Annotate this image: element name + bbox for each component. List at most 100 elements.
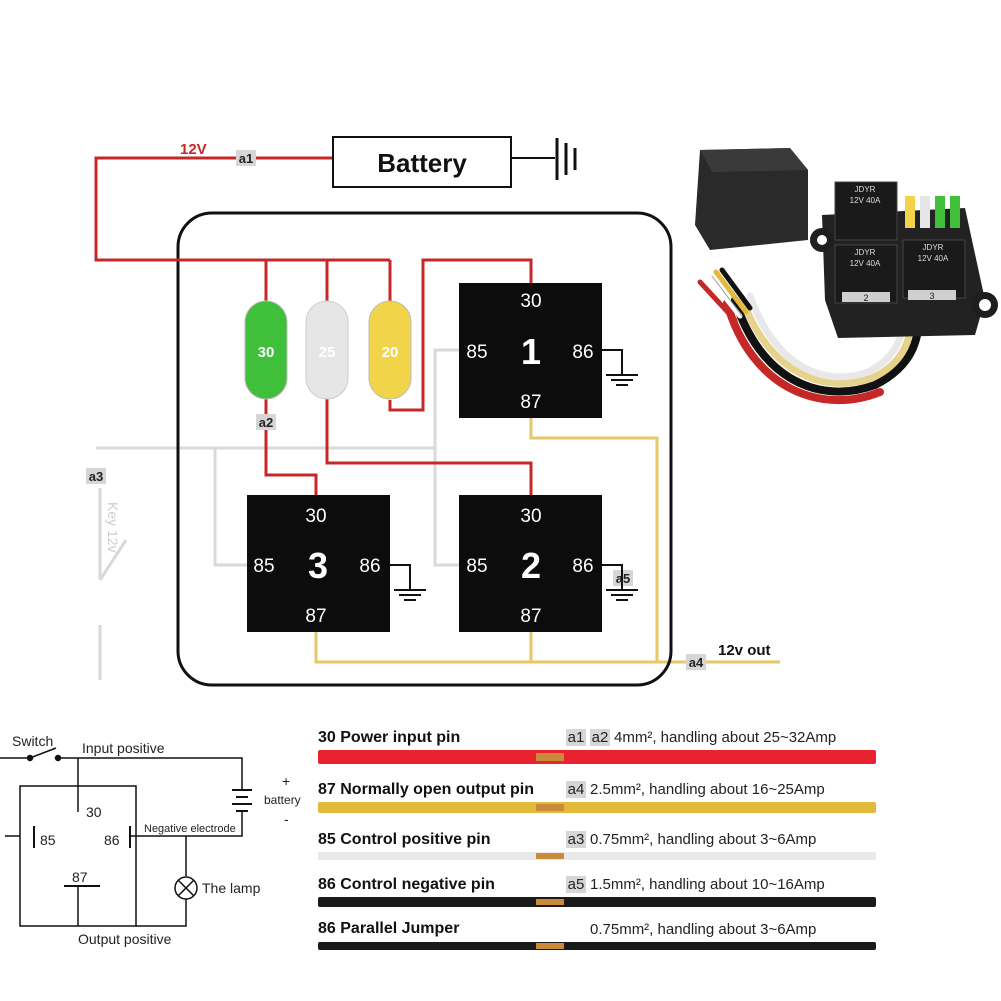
fuse-value: 30 <box>258 344 275 361</box>
pin-87-label: 87 <box>72 869 88 885</box>
relay-schematic-labels: Switch Input positive 30 85 86 87 + batt… <box>12 733 301 947</box>
product-slot-label: 3 <box>908 290 956 301</box>
svg-text:2: 2 <box>521 545 541 586</box>
fuse-body <box>305 300 349 400</box>
lamp-label: The lamp <box>202 880 261 896</box>
relay-3: 30 85 3 86 87 <box>247 495 390 632</box>
svg-text:2: 2 <box>863 293 868 303</box>
pin-30-label: 30 <box>86 804 102 820</box>
svg-text:85: 85 <box>466 556 487 577</box>
plus-sign: + <box>282 773 290 789</box>
tag-a3: a3 <box>86 468 106 484</box>
fuse-body <box>368 300 412 400</box>
fuse-value: 25 <box>319 344 336 361</box>
battery: Battery <box>332 136 577 188</box>
minus-sign: - <box>284 811 289 827</box>
legend-wire <box>318 942 876 950</box>
legend-wire-copper <box>536 899 564 905</box>
svg-text:87 Normally open output pin: 87 Normally open output pin <box>318 781 534 798</box>
input-positive-label: Input positive <box>82 740 165 756</box>
voltage-label: 12V <box>180 141 207 158</box>
svg-text:a3: a3 <box>89 469 103 484</box>
svg-text:30: 30 <box>305 506 326 527</box>
svg-text:0.75mm², handling about 3~6Amp: 0.75mm², handling about 3~6Amp <box>590 921 816 938</box>
svg-text:30: 30 <box>520 506 541 527</box>
product-relay: JDYR 12V 40A <box>834 181 898 241</box>
legend-wire <box>318 852 876 860</box>
svg-text:JDYR: JDYR <box>923 243 944 252</box>
svg-text:87: 87 <box>520 392 541 413</box>
ground-icon <box>390 564 426 601</box>
svg-text:85: 85 <box>466 342 487 363</box>
legend-wire-copper <box>536 853 564 859</box>
svg-text:86 Control negative pin: 86 Control negative pin <box>318 876 495 893</box>
fuse-30: 30 <box>244 300 288 400</box>
svg-text:12V 40A: 12V 40A <box>850 196 881 205</box>
relay-box-product-image: JDYR 12V 40A JDYR 12V 40A JDYR 12V 40A 2… <box>695 148 998 405</box>
fuse-20: 20 <box>368 300 412 400</box>
svg-text:JDYR: JDYR <box>855 248 876 257</box>
legend-wire-copper <box>536 753 564 761</box>
svg-text:86: 86 <box>359 556 380 577</box>
negative-electrode-label: Negative electrode <box>144 823 236 835</box>
pin-86-label: 86 <box>104 832 120 848</box>
legend-row: 86 Control negative pin a5 1.5mm², handl… <box>318 876 876 907</box>
legend-wire-copper <box>536 943 564 949</box>
relay-schematic <box>0 747 252 927</box>
fuse-25: 25 <box>305 300 349 400</box>
svg-text:30: 30 <box>520 291 541 312</box>
svg-text:1: 1 <box>521 331 541 372</box>
relay-1: 30 85 1 86 87 <box>459 283 602 418</box>
svg-text:86: 86 <box>572 556 593 577</box>
legend-row: 85 Control positive pin a3 0.75mm², hand… <box>318 831 876 860</box>
svg-text:85 Control positive pin: 85 Control positive pin <box>318 831 490 848</box>
svg-text:a1: a1 <box>568 729 585 746</box>
legend-wire <box>318 897 876 907</box>
tag-a2: a2 <box>256 414 276 430</box>
svg-text:3: 3 <box>308 545 328 586</box>
svg-text:3: 3 <box>929 291 934 301</box>
switch-label: Switch <box>12 733 53 749</box>
out-label: 12v out <box>718 642 771 659</box>
svg-text:86 Parallel Jumper: 86 Parallel Jumper <box>318 920 459 937</box>
svg-text:86: 86 <box>572 342 593 363</box>
svg-text:87: 87 <box>305 606 326 627</box>
pin-85-label: 85 <box>40 832 56 848</box>
ground-icon <box>602 349 638 386</box>
relay-box-diagram: Battery 12V a1 a2 a3 a4 a5 Key 12v <box>86 136 780 687</box>
svg-text:1.5mm², handling about 10~16Am: 1.5mm², handling about 10~16Amp <box>590 876 825 893</box>
svg-text:4mm², handling about 25~32Amp: 4mm², handling about 25~32Amp <box>614 729 836 746</box>
fuse-value: 20 <box>382 344 399 361</box>
svg-text:a3: a3 <box>568 831 585 848</box>
svg-text:a1: a1 <box>239 151 253 166</box>
svg-text:30 Power input pin: 30 Power input pin <box>318 729 460 746</box>
battery-schematic-label: battery <box>264 793 301 807</box>
svg-text:a2: a2 <box>592 729 609 746</box>
battery-label: Battery <box>377 148 467 178</box>
output-positive-label: Output positive <box>78 931 172 947</box>
svg-text:2.5mm², handling about 16~25Am: 2.5mm², handling about 16~25Amp <box>590 781 825 798</box>
fuse-body <box>244 300 288 400</box>
key-label: Key 12v <box>105 502 121 553</box>
tag-a4: a4 <box>686 654 706 670</box>
legend-row: 30 Power input pin a1 a2 4mm², handling … <box>318 729 876 764</box>
output-wires <box>314 418 780 664</box>
svg-text:12V 40A: 12V 40A <box>918 254 949 263</box>
svg-text:a4: a4 <box>689 655 704 670</box>
legend-row: 86 Parallel Jumper 0.75mm², handling abo… <box>318 920 876 950</box>
product-relay: JDYR 12V 40A <box>902 239 966 299</box>
svg-text:a5: a5 <box>568 876 585 893</box>
legend-wire <box>318 750 876 764</box>
svg-text:85: 85 <box>253 556 274 577</box>
svg-text:JDYR: JDYR <box>855 185 876 194</box>
svg-text:0.75mm², handling about 3~6Amp: 0.75mm², handling about 3~6Amp <box>590 831 816 848</box>
svg-text:a4: a4 <box>568 781 585 798</box>
svg-text:12V 40A: 12V 40A <box>850 259 881 268</box>
power-wires <box>94 156 533 495</box>
relay-2: 30 85 2 86 87 <box>459 495 602 632</box>
control-wires <box>96 348 459 680</box>
legend-row: 87 Normally open output pin a4 2.5mm², h… <box>318 781 876 813</box>
legend-wire <box>318 802 876 813</box>
svg-text:a2: a2 <box>259 415 273 430</box>
